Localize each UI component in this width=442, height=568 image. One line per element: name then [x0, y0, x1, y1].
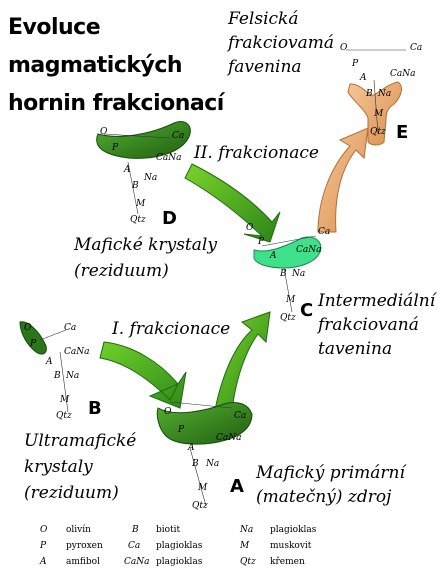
- arrow-first-fractionation: [100, 342, 186, 408]
- arrow-c-to-e: [318, 128, 368, 232]
- stage-a-label-line-1: Mafický primární: [255, 463, 407, 483]
- mineral-m-d: M: [135, 199, 146, 209]
- legend-key-m: M: [239, 541, 250, 551]
- mineral-m-a: M: [197, 483, 208, 493]
- arrow-second-fractionation: [185, 164, 280, 242]
- legend-value-qtz: křemen: [270, 556, 305, 567]
- legend-key-b: B: [131, 525, 139, 535]
- legend-value-b: biotit: [156, 525, 181, 535]
- mineral-b-b: B: [53, 371, 61, 381]
- mineral-a-d: A: [123, 165, 131, 175]
- mineral-qtz-d: Qtz: [130, 215, 146, 225]
- legend-key-na: Na: [239, 525, 253, 535]
- mineral-qtz-a: Qtz: [192, 501, 208, 511]
- felsic-label-line-3: favenina: [226, 57, 302, 77]
- mineral-cana-e: CaNa: [390, 69, 416, 79]
- mineral-m-c: M: [285, 295, 296, 305]
- mineral-ca-a: Ca: [234, 411, 246, 421]
- mineral-a-c: A: [269, 251, 277, 261]
- legend: O olivín P pyroxen A amfibol B biotit Ca…: [39, 524, 317, 567]
- legend-key-p: P: [39, 541, 47, 551]
- title-line-1: Evoluce: [8, 15, 100, 40]
- legend-value-a: amfibol: [66, 557, 100, 567]
- mineral-m-e: M: [373, 109, 384, 119]
- mineral-p-d: P: [111, 143, 119, 153]
- stage-b-label-line-3: (reziduum): [24, 483, 119, 503]
- mineral-a-a: A: [187, 443, 195, 453]
- mineral-o-d: O: [100, 127, 108, 137]
- second-fractionation-label: II. frakcionace: [193, 143, 319, 163]
- felsic-label-line-2: frakciovamá: [226, 33, 334, 53]
- mineral-ca-d: Ca: [172, 131, 184, 141]
- title-line-3: hornin frakcionací: [8, 91, 226, 116]
- first-fractionation-label: I. frakcionace: [111, 319, 230, 339]
- mineral-p-b: P: [29, 339, 37, 349]
- mineral-ca-e: Ca: [410, 43, 422, 53]
- mineral-na-d: Na: [143, 173, 157, 183]
- mineral-ca-b: Ca: [64, 323, 76, 333]
- mineral-a-e: A: [359, 73, 367, 83]
- legend-key-cana: CaNa: [124, 557, 150, 567]
- mineral-p-c: P: [257, 237, 265, 247]
- stage-letter-d: D: [162, 208, 177, 229]
- mineral-b-c: B: [279, 269, 287, 279]
- mineral-cana-b: CaNa: [64, 347, 90, 357]
- stage-d-label-line-2: (reziduum): [74, 261, 169, 281]
- mineral-b-e: B: [365, 89, 373, 99]
- mineral-o-a: O: [164, 407, 172, 417]
- mineral-p-a: P: [177, 425, 185, 435]
- mineral-qtz-b: Qtz: [56, 411, 72, 421]
- legend-value-o: olivín: [66, 524, 91, 535]
- title-line-2: magmatických: [8, 53, 182, 78]
- mineral-o-e: O: [340, 43, 348, 53]
- mineral-p-e: P: [351, 59, 359, 69]
- stage-b-label-line-1: Ultramafické: [24, 431, 136, 451]
- legend-value-cana: plagioklas: [156, 557, 203, 567]
- mineral-na-a: Na: [205, 459, 219, 469]
- legend-key-qtz: Qtz: [240, 557, 256, 567]
- stage-d-label-line-1: Mafické krystaly: [73, 235, 217, 255]
- mineral-b-a: B: [191, 459, 199, 469]
- mineral-cana-a: CaNa: [216, 433, 242, 443]
- mineral-cana-c: CaNa: [296, 245, 322, 255]
- mineral-m-b: M: [59, 395, 70, 405]
- mineral-cana-d: CaNa: [156, 153, 182, 163]
- felsic-label-line-1: Felsická: [227, 9, 298, 29]
- mineral-o-b: O: [24, 323, 32, 333]
- stage-letter-a: A: [230, 476, 244, 497]
- legend-key-ca: Ca: [128, 541, 140, 551]
- stage-c-label-line-2: frakciovaná: [316, 315, 419, 335]
- mineral-a-b: A: [45, 357, 53, 367]
- mineral-na-c: Na: [291, 269, 305, 279]
- mineral-na-b: Na: [65, 371, 79, 381]
- legend-key-o: O: [40, 525, 48, 535]
- legend-value-p: pyroxen: [66, 541, 103, 551]
- stage-a-label-line-2: (matečný) zdroj: [256, 487, 392, 507]
- mineral-na-e: Na: [377, 89, 391, 99]
- stage-letter-b: B: [88, 398, 102, 419]
- legend-value-na: plagioklas: [270, 525, 317, 535]
- stage-c-label-line-3: tavenina: [318, 339, 392, 359]
- legend-value-m: muskovit: [270, 541, 312, 551]
- mineral-b-d: B: [131, 181, 139, 191]
- mineral-ca-c: Ca: [318, 227, 330, 237]
- legend-value-ca: plagioklas: [156, 541, 203, 551]
- stage-letter-c: C: [300, 300, 313, 321]
- stage-c-label-line-1: Intermediální: [317, 291, 438, 311]
- mineral-o-c: O: [246, 223, 254, 233]
- legend-key-a: A: [39, 557, 47, 567]
- mineral-qtz-e: Qtz: [370, 127, 386, 137]
- stage-letter-e: E: [396, 122, 408, 143]
- mineral-qtz-c: Qtz: [280, 313, 296, 323]
- stage-b-label-line-2: krystaly: [24, 457, 93, 477]
